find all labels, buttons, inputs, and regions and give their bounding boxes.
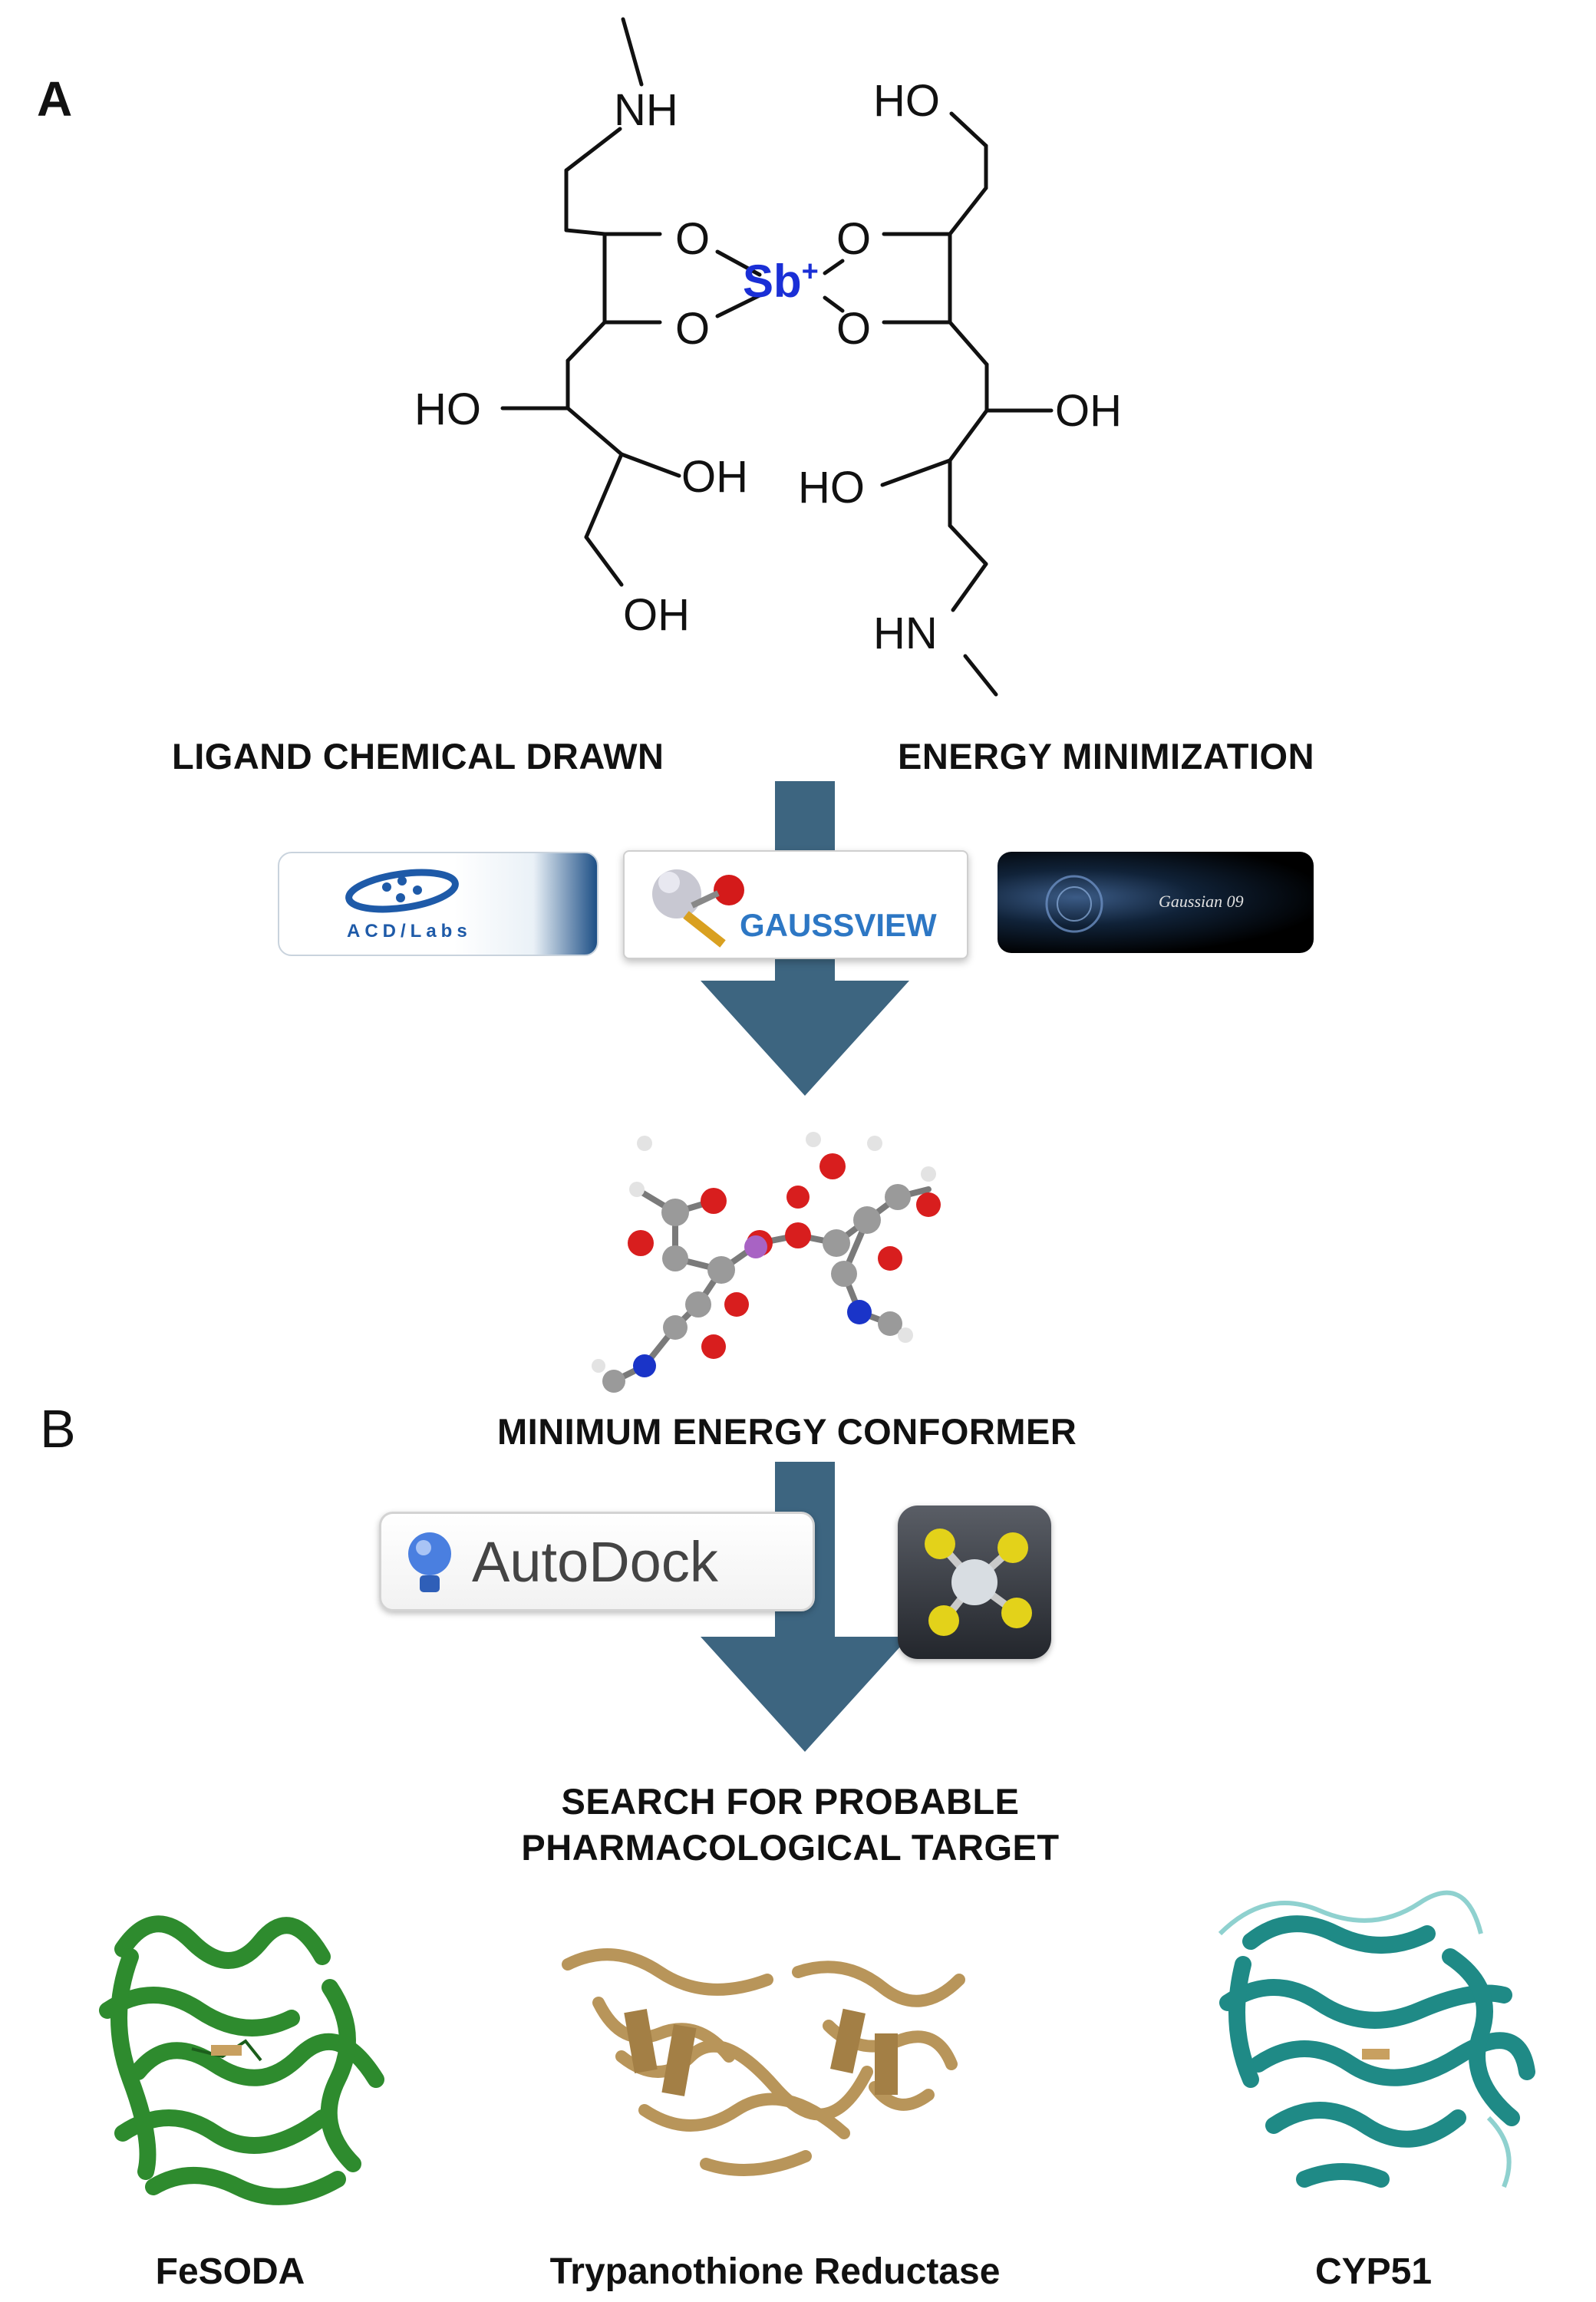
step-label-energy-minimization: ENERGY MINIMIZATION <box>898 736 1315 777</box>
acd-labs-logo: ACD/Labs <box>278 852 598 956</box>
docking-tool-icon <box>898 1506 1051 1659</box>
panel-label-a: A <box>37 71 73 127</box>
tetrahedral-molecule-icon <box>925 1529 1032 1636</box>
gaussview-text: GAUSSVIEW <box>740 907 937 943</box>
autodock-logo: AutoDock <box>379 1512 815 1611</box>
atom-label-o-upper-right: O <box>836 214 872 264</box>
atom-label-ho-mid-right: HO <box>798 463 865 513</box>
gaussian-09-logo: Gaussian 09 <box>998 852 1314 953</box>
atom-label-oh-bottom: OH <box>623 590 690 640</box>
target-caption-cyp51: CYP51 <box>1314 2251 1433 2292</box>
acd-labs-text: ACD/Labs <box>347 921 472 942</box>
atom-label-o-lower-left: O <box>675 304 711 354</box>
protein-structure-cyp51 <box>1218 1890 1535 2188</box>
antimony-atom-sphere <box>744 1235 767 1258</box>
protein-structure-fesoda <box>99 1915 384 2205</box>
atom-label-o-upper-left: O <box>675 214 711 264</box>
antimony-symbol: Sb <box>743 256 802 307</box>
atom-label-ho-top: HO <box>873 76 940 126</box>
gaussian-09-text: Gaussian 09 <box>1159 892 1244 911</box>
autodock-text: AutoDock <box>472 1530 718 1594</box>
target-caption-trypanothione-reductase: Trypanothione Reductase <box>549 2251 1001 2292</box>
atom-label-oh-right: OH <box>1055 386 1122 436</box>
panel-label-b: B <box>40 1399 76 1459</box>
step-label-search-line-2: PHARMACOLOGICAL TARGET <box>521 1827 1060 1868</box>
autodock-bulb-icon <box>408 1532 451 1592</box>
protein-structure-trypanothione-reductase <box>562 1948 965 2176</box>
step-label-ligand-drawn: LIGAND CHEMICAL DRAWN <box>172 736 664 777</box>
atom-label-antimony: Sb+ <box>743 255 819 308</box>
step-label-search-line-1: SEARCH FOR PROBABLE <box>561 1781 1020 1822</box>
acd-labs-emblem-icon <box>345 869 459 913</box>
atom-label-o-lower-right: O <box>836 304 872 354</box>
target-caption-fesoda: FeSODA <box>155 2251 305 2292</box>
structural-formula <box>500 17 1054 697</box>
gaussian-swirl-icon <box>1045 875 1103 933</box>
atom-label-oh-mid-left: OH <box>681 452 748 502</box>
gaussview-logo: GAUSSVIEW <box>623 850 968 959</box>
atom-label-hn-bottom: HN <box>873 608 938 658</box>
antimony-charge: + <box>801 256 819 288</box>
atom-label-ho-left: HO <box>414 384 481 434</box>
atom-label-nh-top: NH <box>614 85 678 135</box>
gaussview-molecule-icon <box>652 869 744 948</box>
step-label-minimum-energy-conformer: MINIMUM ENERGY CONFORMER <box>497 1411 1077 1452</box>
ball-and-stick-conformer <box>592 1132 941 1393</box>
